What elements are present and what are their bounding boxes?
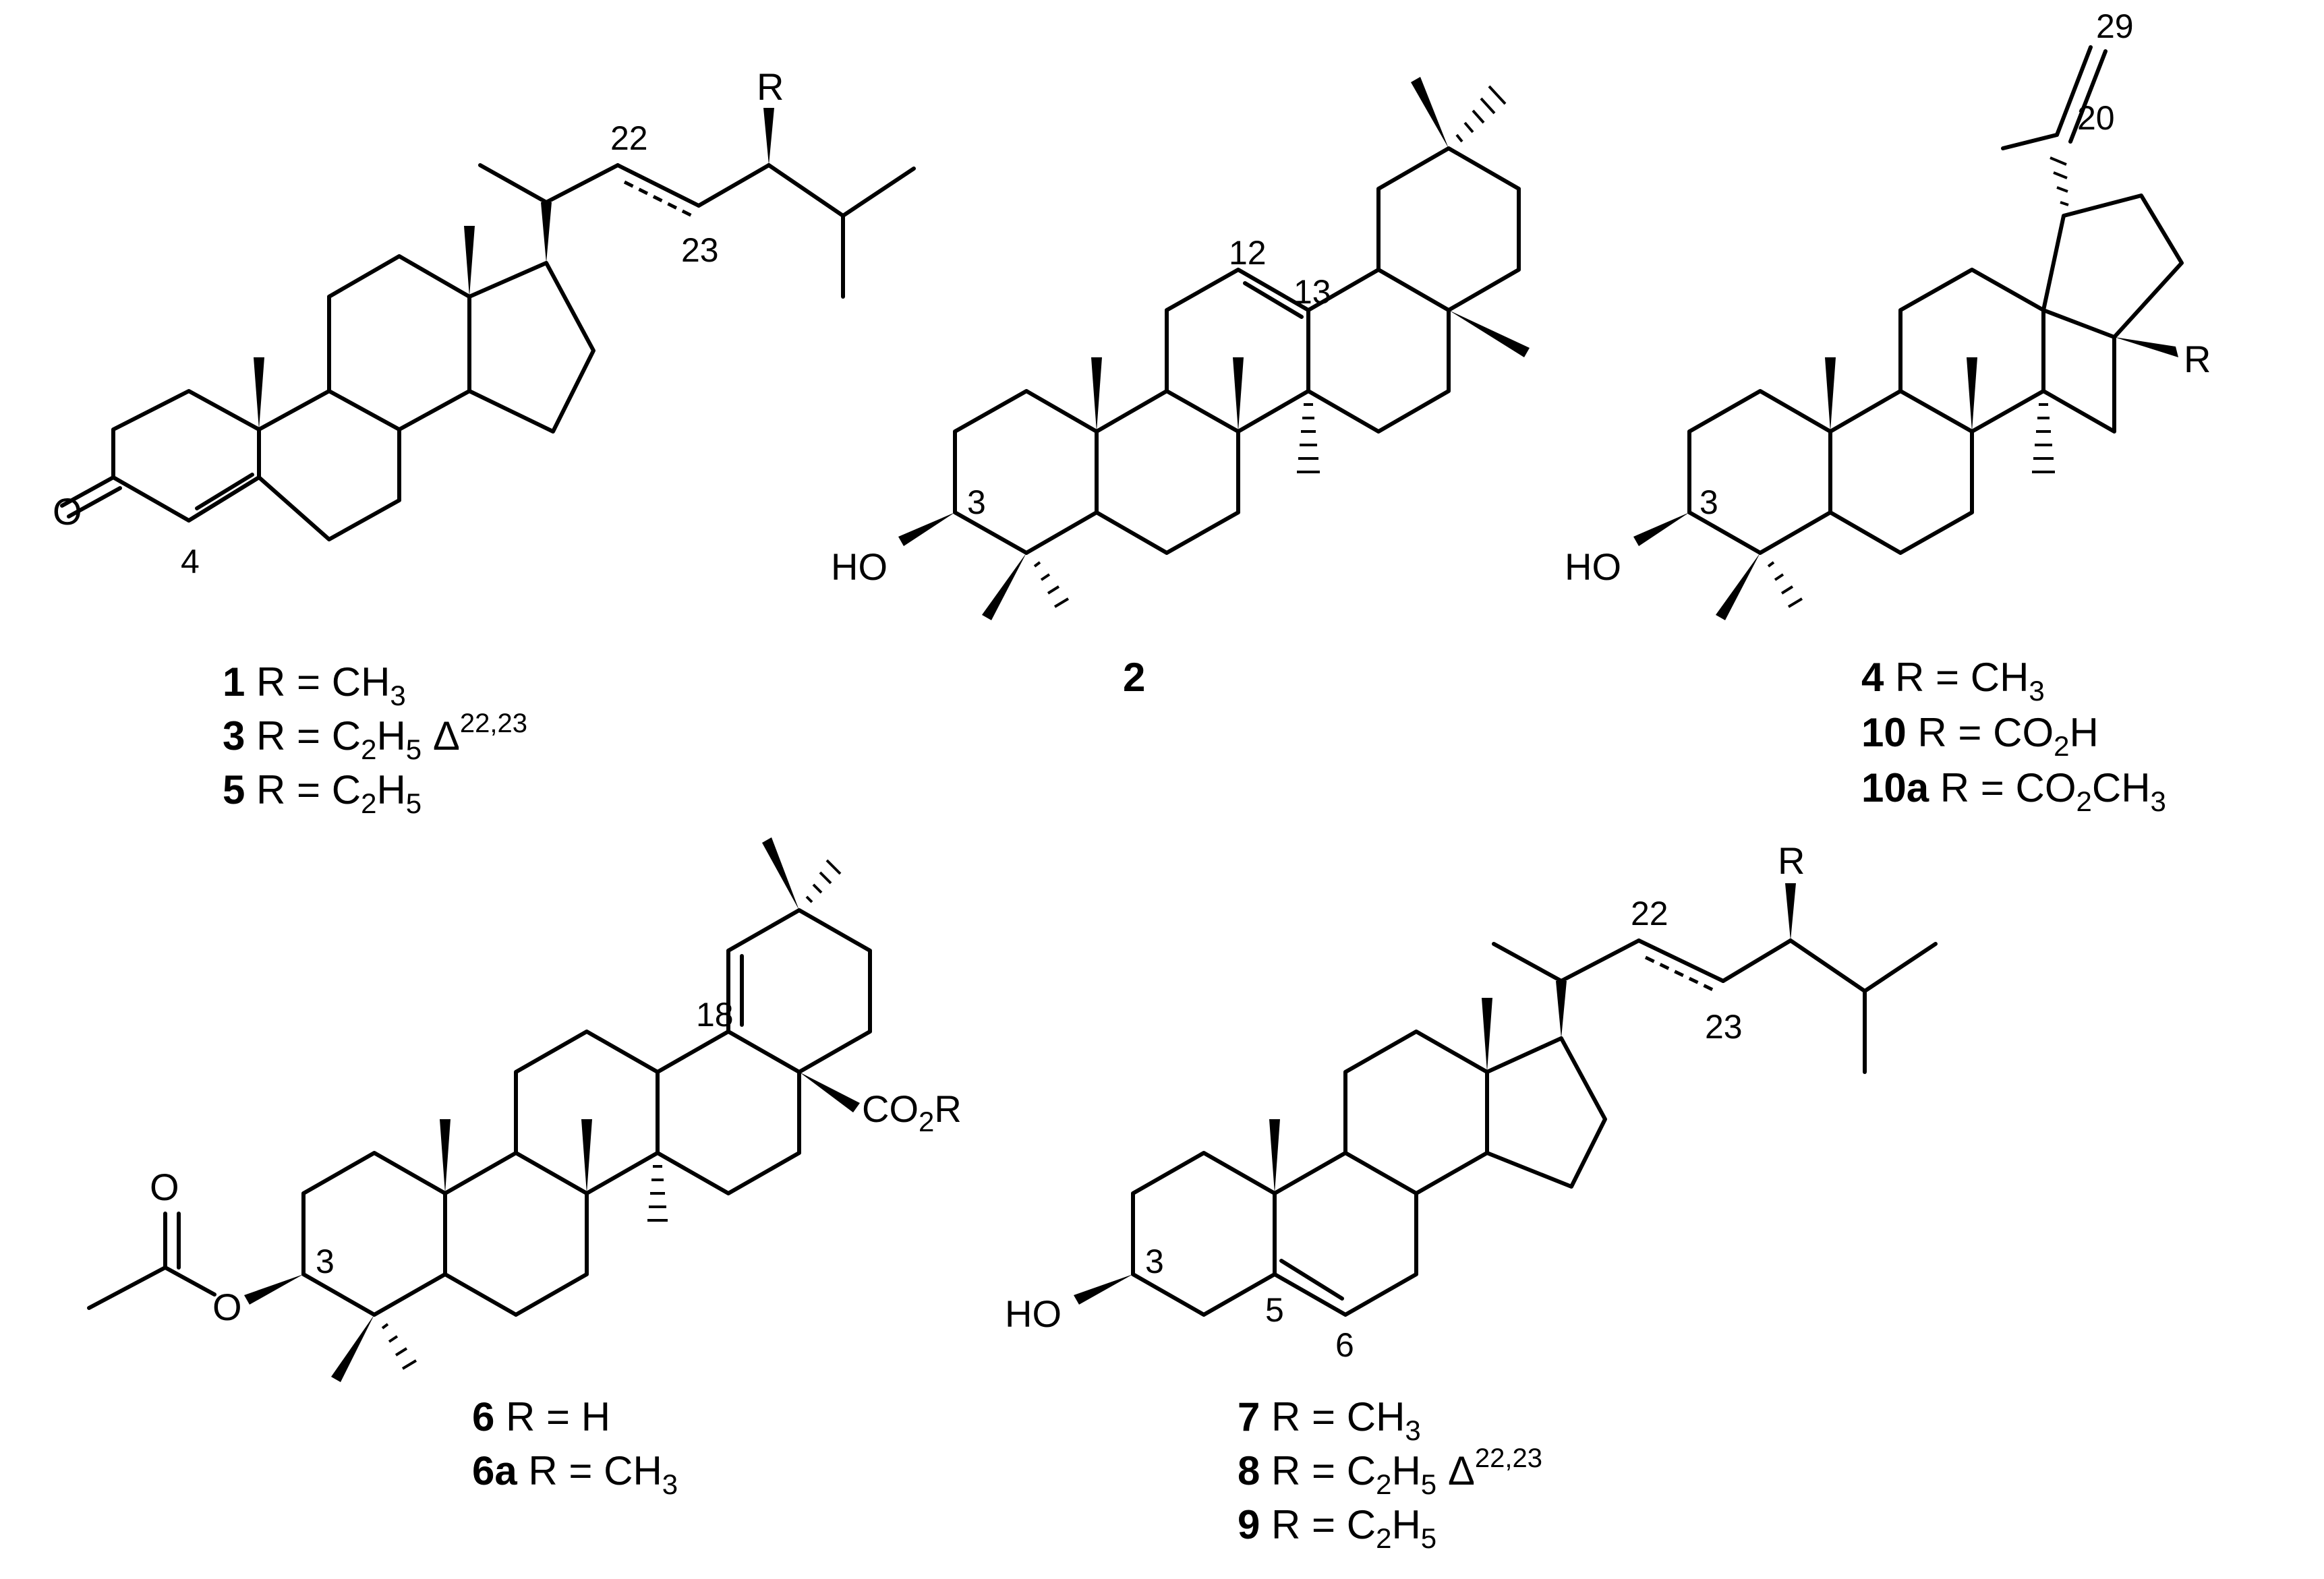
atom-hydroxyl: HO [1005,1292,1062,1335]
atom-hydroxyl: HO [1565,545,1621,588]
locant-22: 22 [1631,895,1668,932]
structure-7-8-9: HO R 22 23 3 5 6 [1005,839,1938,1364]
caption-7: 7 R = CH3 [1238,1394,1421,1446]
caption-9: 9 R = C2H5 [1238,1502,1436,1554]
caption-1: 1 R = CH3 [223,659,406,711]
locant-3: 3 [967,483,986,521]
caption-6: 6 R = H [472,1394,610,1439]
caption-3: 3 R = C2H5 Δ22,23 [223,709,527,765]
locant-4: 4 [181,543,200,580]
structure-6-6a: O O CO2R 18 3 [87,837,962,1382]
caption-8: 8 R = C2H5 Δ22,23 [1238,1443,1542,1500]
structure-4-10-10a: HO R 29 20 3 [1565,7,2211,620]
locant-20: 20 [2077,99,2115,137]
structure-1-3-5: O R 22 23 4 [53,65,916,580]
locant-23: 23 [681,231,719,269]
caption-5: 5 R = C2H5 [223,767,422,819]
locant-6: 6 [1335,1326,1354,1364]
locant-18: 18 [696,996,734,1034]
atom-hydroxyl: HO [831,545,888,588]
caption-2: 2 [1123,655,1145,700]
caption-4: 4 R = CH3 [1861,655,2045,707]
atom-carboxyl: CO2R [862,1088,962,1137]
captions: 1 R = CH3 3 R = C2H5 Δ22,23 5 R = C2H5 2… [223,655,2166,1554]
locant-3: 3 [316,1243,335,1280]
locant-29: 29 [2096,7,2134,45]
locant-5: 5 [1265,1291,1284,1329]
locant-3: 3 [1145,1243,1164,1280]
caption-10a: 10a R = CO2CH3 [1861,765,2166,817]
locant-13: 13 [1294,273,1331,311]
atom-oxygen: O [53,490,82,533]
locant-23: 23 [1705,1008,1743,1046]
atom-r: R [2184,338,2211,380]
atom-r: R [1778,839,1805,882]
locant-3: 3 [1700,483,1718,521]
caption-10: 10 R = CO2H [1861,710,2099,762]
locant-12: 12 [1229,234,1267,272]
caption-6a: 6a R = CH3 [472,1448,678,1500]
locant-22: 22 [610,119,648,157]
atom-ester-oxygen: O [212,1286,242,1328]
structure-2: HO 12 13 3 [831,77,1530,620]
atom-r: R [757,65,784,108]
atom-carbonyl-oxygen: O [150,1166,179,1208]
